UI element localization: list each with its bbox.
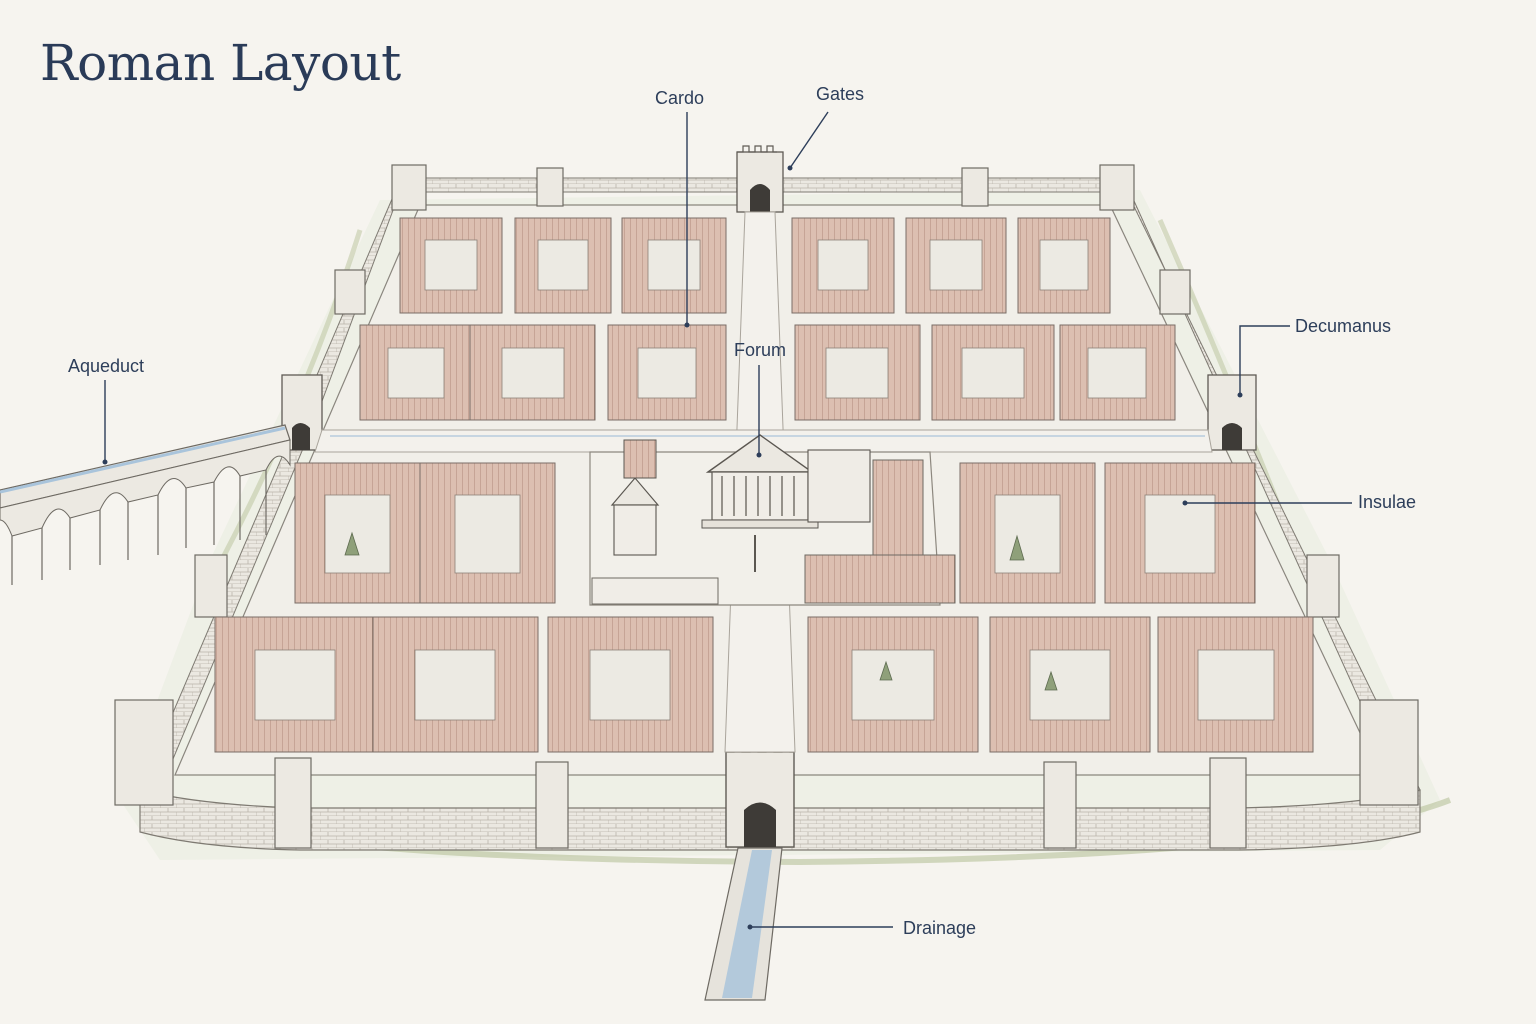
south-gate [726,745,794,847]
page-title: Roman Layout [40,34,401,92]
label-insulae: Insulae [1358,492,1416,513]
forum-complex [590,435,955,605]
label-drainage: Drainage [903,918,976,939]
label-decumanus: Decumanus [1295,316,1391,337]
label-aqueduct: Aqueduct [68,356,144,377]
north-gate [737,146,783,212]
drainage-channel [705,848,782,1000]
label-cardo: Cardo [655,88,704,109]
label-forum: Forum [734,340,786,361]
label-gates: Gates [816,84,864,105]
east-gate [1208,375,1256,450]
